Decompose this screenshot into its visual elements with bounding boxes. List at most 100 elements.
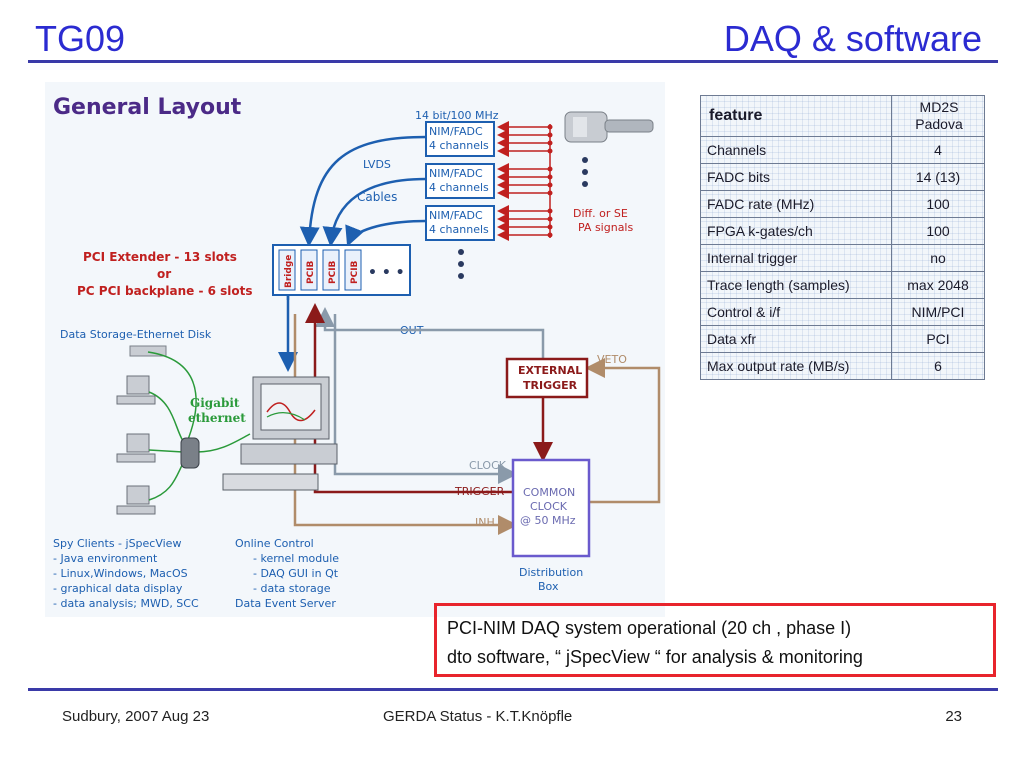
diff-pa-label-1: Diff. or SE [573, 207, 628, 220]
fadc-rate-label: 14 bit/100 MHz [415, 109, 499, 122]
title-divider [28, 60, 998, 63]
table-cell-feature: FPGA k-gates/ch [700, 217, 892, 245]
svg-text:EXTERNAL: EXTERNAL [518, 364, 582, 377]
table-cell-value: PCI [891, 325, 985, 353]
svg-text:@ 50 MHz: @ 50 MHz [520, 514, 576, 527]
table-cell-feature: Data xfr [700, 325, 892, 353]
svg-text:4 channels: 4 channels [429, 139, 489, 152]
svg-text:4 channels: 4 channels [429, 223, 489, 236]
spy-clients-item-1: - Java environment [53, 552, 158, 565]
storage-disk-icon [129, 345, 167, 357]
table-cell-feature: Max output rate (MB/s) [700, 352, 892, 380]
signal-dots [547, 124, 553, 238]
table-cell-feature: Control & i/f [700, 298, 892, 326]
svg-text:CLOCK: CLOCK [530, 500, 568, 513]
spy-clients-item-4: - data analysis; MWD, SCC [53, 597, 199, 610]
footer-date: Sudbury, 2007 Aug 23 [62, 708, 210, 725]
slot-more-dots: • • • [368, 265, 405, 281]
footer-page-number: 23 [945, 708, 962, 725]
status-callout-box: PCI-NIM DAQ system operational (20 ch , … [434, 603, 996, 677]
table-cell-feature: Trace length (samples) [700, 271, 892, 299]
svg-text:COMMON: COMMON [523, 486, 575, 499]
slot-pcib-2: PCIB [328, 260, 338, 284]
gigabit-label-2: ethernet [188, 411, 246, 425]
common-clock-box: COMMON CLOCK @ 50 MHz [511, 458, 591, 558]
table-header-feature: feature [700, 95, 892, 137]
veto-label: VETO [597, 353, 627, 366]
svg-text:NIM/FADC: NIM/FADC [429, 209, 483, 222]
table-cell-feature: FADC rate (MHz) [700, 190, 892, 218]
gigabit-label-1: Gigabit [190, 396, 240, 410]
trigger-label: TRIGGER [454, 485, 505, 498]
diagram-svg: General Layout 14 bit/100 MHz NIM/FADC 4… [53, 95, 661, 610]
table-cell-value: 100 [891, 190, 985, 218]
svg-text:NIM/FADC: NIM/FADC [429, 125, 483, 138]
clock-label: CLOCK [469, 459, 507, 472]
table-header-md2s: MD2S Padova [891, 95, 985, 137]
table-cell-value: 4 [891, 136, 985, 164]
cables-label: Cables [357, 190, 397, 204]
fadc-box-3: NIM/FADC 4 channels [425, 205, 495, 241]
slot-bridge: Bridge [284, 255, 294, 288]
callout-line-1: PCI-NIM DAQ system operational (20 ch , … [447, 618, 852, 638]
svg-text:4 channels: 4 channels [429, 181, 489, 194]
vertical-dots-right [582, 157, 588, 187]
table-row: FADC rate (MHz)100 [700, 190, 985, 218]
table-header-md2s-line-2: Padova [915, 116, 963, 132]
svg-text:TRIGGER: TRIGGER [523, 379, 578, 392]
table-cell-value: max 2048 [891, 271, 985, 299]
table-header-md2s-line-1: MD2S [919, 99, 959, 115]
fadc-box-1: NIM/FADC 4 channels [425, 121, 495, 157]
online-control-item-3: - data storage [253, 582, 331, 595]
fadc-box-2: NIM/FADC 4 channels [425, 163, 495, 199]
pci-extender-line-1: PCI Extender - 13 slots [83, 250, 237, 264]
pci-crate: Bridge PCIB PCIB PCIB • • • [272, 244, 411, 296]
table-cell-value: NIM/PCI [891, 298, 985, 326]
table-cell-value: 6 [891, 352, 985, 380]
table-cell-value: no [891, 244, 985, 272]
vertical-dots-fadc [458, 249, 464, 279]
data-storage-label: Data Storage-Ethernet Disk [60, 328, 212, 341]
lvds-cables [299, 135, 427, 247]
inh-label: INH [475, 516, 495, 529]
spy-clients-item-2: - Linux,Windows, MacOS [53, 567, 188, 580]
slide-title-left: TG09 [35, 18, 126, 59]
table-row: Trace length (samples)max 2048 [700, 271, 985, 299]
table-cell-value: 100 [891, 217, 985, 245]
online-control-title: Online Control [235, 537, 314, 550]
signal-input-arrows [497, 121, 551, 241]
table-cell-feature: Internal trigger [700, 244, 892, 272]
callout-line-2: dto software, “ jSpecView “ for analysis… [447, 647, 863, 667]
table-cell-feature: FADC bits [700, 163, 892, 191]
slide-title-right: DAQ & software [723, 18, 982, 59]
online-control-item-1: - kernel module [253, 552, 339, 565]
pci-extender-line-3: PC PCI backplane - 6 slots [77, 284, 253, 298]
slot-pcib-1: PCIB [306, 260, 316, 284]
table-cell-value: 14 (13) [891, 163, 985, 191]
footer-divider [28, 688, 998, 691]
daq-layout-diagram: General Layout 14 bit/100 MHz NIM/FADC 4… [45, 82, 665, 617]
client-computers-icon [116, 375, 156, 515]
table-row: Max output rate (MB/s)6 [700, 352, 985, 380]
table-header-row: feature MD2S Padova [700, 95, 985, 137]
diagram-heading: General Layout [53, 95, 242, 120]
distribution-label-1: Distribution [519, 566, 583, 579]
distribution-label-2: Box [538, 580, 559, 593]
ethernet-switch-icon [180, 437, 200, 469]
online-control-pc-icon [222, 376, 338, 491]
online-control-item-4: Data Event Server [235, 597, 336, 610]
external-trigger-box: EXTERNAL TRIGGER [505, 357, 589, 399]
diff-pa-label-2: PA signals [578, 221, 633, 234]
spy-clients-title: Spy Clients - jSpecView [53, 537, 181, 550]
lvds-label: LVDS [363, 158, 391, 171]
online-control-item-2: - DAQ GUI in Qt [253, 567, 339, 580]
spy-clients-item-3: - graphical data display [53, 582, 183, 595]
pci-extender-line-2: or [157, 267, 171, 281]
